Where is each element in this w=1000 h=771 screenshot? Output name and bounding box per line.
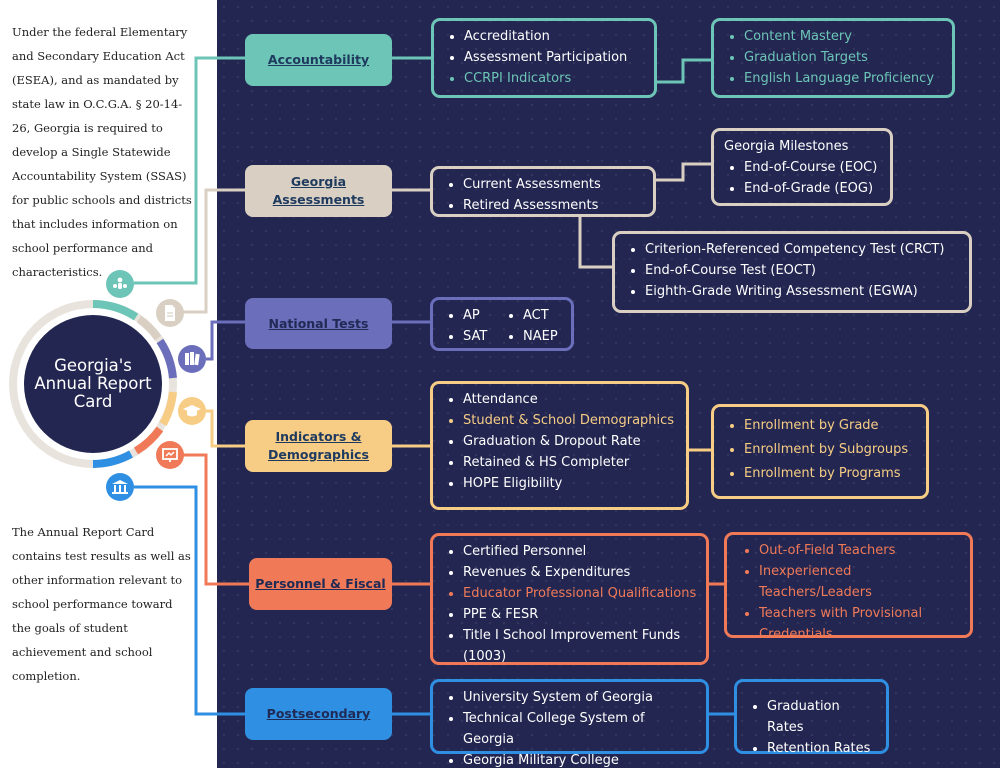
presentation-board-icon <box>156 441 184 469</box>
intro-paragraph: Under the federal Elementary and Seconda… <box>12 25 192 279</box>
demographics-box: Enrollment by Grade Enrollment by Subgro… <box>711 404 929 499</box>
building-icon <box>106 473 134 501</box>
list-item: Enrollment by Programs <box>744 462 918 486</box>
personnel-items-box: Certified Personnel Revenues & Expenditu… <box>430 533 709 665</box>
list-item: PPE & FESR <box>463 604 698 625</box>
list-item: Revenues & Expenditures <box>463 562 698 583</box>
list-item: Inexperienced Teachers/Leaders <box>759 561 962 603</box>
georgia-milestones-box: Georgia Milestones End-of-Course (EOC) E… <box>711 128 893 206</box>
list-item: Retired Assessments <box>463 195 645 216</box>
list-item: Retained & HS Completer <box>463 452 678 473</box>
category-postsecondary[interactable]: Postsecondary <box>245 688 392 740</box>
list-item: SAT <box>463 326 523 347</box>
list-item: Certified Personnel <box>463 541 698 562</box>
ccrpi-indicators-box: Content Mastery Graduation Targets Engli… <box>711 18 955 98</box>
list-item: Title I School Improvement Funds (1003) <box>463 625 698 667</box>
list-item: English Language Proficiency <box>744 68 944 89</box>
list-item: AP <box>463 305 523 326</box>
list-item: University System of Georgia <box>463 687 698 708</box>
indicators-items-box: Attendance Student & School Demographics… <box>430 381 689 510</box>
postsecondary-items-box: University System of Georgia Technical C… <box>430 679 709 768</box>
national-tests-box: AP ACT SAT NAEP <box>430 297 574 351</box>
list-item: Graduation & Dropout Rate <box>463 431 678 452</box>
center-title: Georgia's Annual Report Card <box>24 315 162 453</box>
category-national-tests[interactable]: National Tests <box>245 298 392 349</box>
list-item: ACT <box>523 305 583 326</box>
category-georgia-assessments[interactable]: Georgia Assessments <box>245 165 392 217</box>
document-icon <box>156 299 184 327</box>
postsecondary-rates-box: Graduation Rates Retention Rates <box>734 679 889 756</box>
list-item: Graduation Targets <box>744 47 944 68</box>
list-item: Criterion-Referenced Competency Test (CR… <box>645 239 961 260</box>
retired-assessments-box: Criterion-Referenced Competency Test (CR… <box>612 231 972 313</box>
list-item: Content Mastery <box>744 26 944 47</box>
educator-qualifications-box: Out-of-Field Teachers Inexperienced Teac… <box>724 532 973 642</box>
list-item: Teachers with Provisional Credentials <box>759 603 962 645</box>
category-accountability[interactable]: Accountability <box>245 34 392 86</box>
list-item: HOPE Eligibility <box>463 473 678 494</box>
graduation-cap-icon <box>178 397 206 425</box>
list-item: Technical College System of Georgia <box>463 708 698 750</box>
list-item: Enrollment by Subgroups <box>744 438 918 462</box>
list-item: Educator Professional Qualifications <box>463 583 698 604</box>
list-item: Retention Rates <box>767 738 878 759</box>
list-item: Enrollment by Grade <box>744 414 918 438</box>
list-item: End-of-Course Test (EOCT) <box>645 260 961 281</box>
outro-paragraph: The Annual Report Card contains test res… <box>12 525 191 683</box>
list-item: Graduation Rates <box>767 696 878 738</box>
list-item: NAEP <box>523 326 583 347</box>
list-item: Assessment Participation <box>464 47 646 68</box>
list-item: End-of-Course (EOC) <box>744 157 882 178</box>
list-item: Eighth-Grade Writing Assessment (EGWA) <box>645 281 961 302</box>
list-item: Out-of-Field Teachers <box>759 540 962 561</box>
milestones-title: Georgia Milestones <box>724 139 849 154</box>
books-icon <box>178 345 206 373</box>
list-item: Attendance <box>463 389 678 410</box>
accountability-items-box: Accreditation Assessment Participation C… <box>431 18 657 98</box>
list-item: Georgia Military College <box>463 750 698 771</box>
category-indicators-demographics[interactable]: Indicators & Demographics <box>245 420 392 472</box>
list-item: CCRPI Indicators <box>464 68 646 89</box>
list-item: Current Assessments <box>463 174 645 195</box>
assessments-items-box: Current Assessments Retired Assessments <box>430 166 656 217</box>
list-item: End-of-Grade (EOG) <box>744 178 882 199</box>
category-personnel-fiscal[interactable]: Personnel & Fiscal <box>249 558 392 610</box>
people-network-icon <box>106 270 134 298</box>
list-item: Student & School Demographics <box>463 410 678 431</box>
list-item: Accreditation <box>464 26 646 47</box>
